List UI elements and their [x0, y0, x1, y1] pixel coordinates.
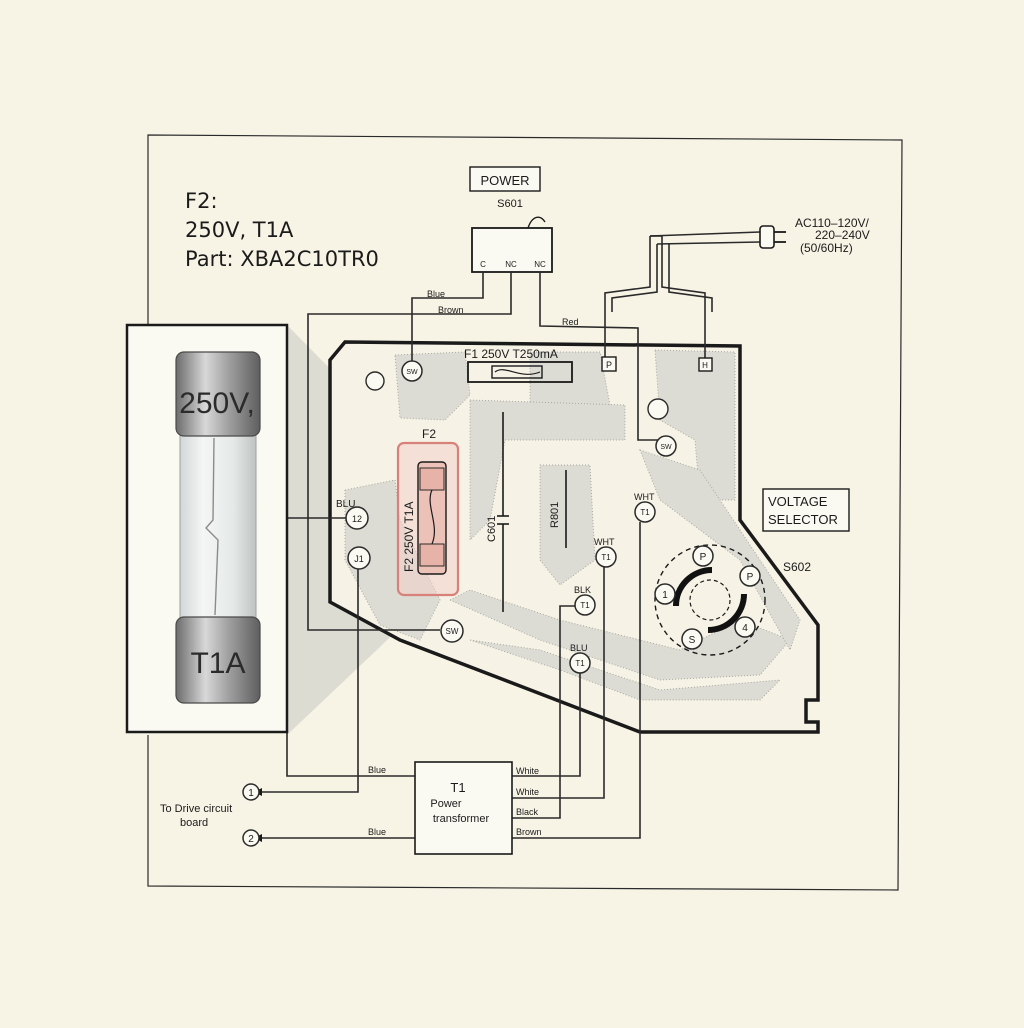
- svg-text:SW: SW: [446, 627, 459, 636]
- svg-text:T1: T1: [601, 553, 611, 562]
- svg-text:220–240V: 220–240V: [815, 228, 870, 242]
- svg-text:AC110–120V/: AC110–120V/: [795, 216, 870, 230]
- wire-label-black: Black: [516, 807, 539, 817]
- svg-text:(50/60Hz): (50/60Hz): [800, 241, 853, 255]
- voltage-selector-s602: [654, 544, 766, 656]
- magnifier-bottom-text: T1A: [190, 647, 245, 680]
- switch-pin-nc-2: NC: [534, 260, 546, 269]
- output-2[interactable]: 2: [242, 829, 260, 847]
- svg-text:J1: J1: [354, 554, 364, 564]
- outputs: 1 2 To Drive circuit board: [160, 783, 260, 847]
- svg-text:P: P: [747, 572, 754, 583]
- fuse-f1-label: F1 250V T250mA: [464, 347, 558, 361]
- label-blu-left: BLU: [336, 499, 355, 510]
- terminal-t1-wht-b[interactable]: T1: [595, 546, 617, 568]
- terminal-labels: BLU WHT WHT BLK BLU: [336, 492, 655, 653]
- voltage-selector-ref: S602: [783, 560, 811, 574]
- terminal-p[interactable]: P: [601, 356, 617, 372]
- magnifier-top-text: 250V,: [179, 387, 255, 420]
- terminal-sw-bottom[interactable]: SW: [440, 619, 464, 643]
- svg-text:1: 1: [248, 788, 254, 799]
- fuse-f2: F2 F2 250V T1A: [396, 427, 460, 597]
- note-line-1: F2:: [185, 189, 218, 213]
- svg-text:1: 1: [662, 590, 668, 601]
- ac-input-label: AC110–120V/ 220–240V (50/60Hz): [795, 216, 870, 255]
- selector-pin-4[interactable]: 4: [734, 616, 756, 638]
- fuse-magnifier-inset: 250V, T1A: [125, 323, 289, 734]
- switch-pin-c: C: [480, 260, 486, 269]
- svg-text:S: S: [689, 635, 696, 646]
- power-transformer-t1: T1 Power transformer: [414, 761, 513, 855]
- label-wht-a: WHT: [634, 492, 655, 502]
- output-caption-1: To Drive circuit: [160, 803, 232, 815]
- svg-text:VOLTAGE: VOLTAGE: [768, 494, 828, 509]
- power-switch-ref: S601: [497, 198, 523, 210]
- terminal-t1-blk[interactable]: T1: [574, 594, 596, 616]
- voltage-selector-label: VOLTAGE SELECTOR S602: [762, 488, 850, 574]
- svg-text:H: H: [702, 361, 708, 370]
- switch-pin-nc-1: NC: [505, 260, 517, 269]
- label-blk: BLK: [574, 585, 591, 595]
- fuse-f1: F1 250V T250mA: [464, 347, 573, 383]
- output-caption-2: board: [180, 817, 208, 829]
- label-blu-right: BLU: [570, 643, 588, 653]
- svg-text:T1: T1: [575, 659, 585, 668]
- svg-text:P: P: [700, 552, 707, 563]
- terminals: SW P H SW T1 T1 T1 T1 12 J1 SW P P 1 S 4: [345, 356, 761, 674]
- selector-pin-s[interactable]: S: [681, 628, 703, 650]
- wire-labels: Blue Brown Red Blue Blue White White Bla…: [368, 289, 579, 837]
- svg-text:T1: T1: [640, 508, 650, 517]
- wire-label-brown-bottom: Brown: [516, 827, 542, 837]
- transformer-line2: transformer: [433, 813, 490, 825]
- wire-label-white1: White: [516, 766, 539, 776]
- selector-pin-1[interactable]: 1: [654, 583, 676, 605]
- note-line-2: 250V, T1A: [185, 218, 294, 242]
- terminal-sw-right[interactable]: SW: [655, 435, 677, 457]
- terminal-h[interactable]: H: [698, 357, 713, 372]
- power-switch-title: POWER: [480, 173, 529, 188]
- terminal-t1-blu[interactable]: T1: [569, 652, 591, 674]
- resistor-r801: R801: [549, 470, 567, 548]
- wire-label-brown-switch: Brown: [438, 305, 464, 315]
- svg-text:SW: SW: [660, 444, 672, 451]
- fuse-f2-label: F2: [422, 427, 436, 441]
- selector-pin-p-top[interactable]: P: [692, 545, 714, 567]
- outer-frame: [147, 134, 903, 891]
- power-switch-s601[interactable]: POWER S601 C NC NC: [469, 166, 553, 273]
- svg-text:T1: T1: [580, 601, 590, 610]
- transformer-line1: Power: [430, 798, 462, 810]
- transformer-ref: T1: [450, 780, 465, 795]
- svg-text:P: P: [606, 360, 612, 370]
- wire-label-white2: White: [516, 787, 539, 797]
- svg-text:12: 12: [352, 514, 362, 524]
- wire-label-blue-bottom1: Blue: [368, 765, 386, 775]
- note-line-3: Part: XBA2C10TR0: [185, 247, 379, 271]
- label-wht-b: WHT: [594, 537, 615, 547]
- terminal-blu-12[interactable]: 12: [345, 506, 369, 530]
- capacitor-c601: C601: [486, 412, 509, 612]
- svg-text:4: 4: [742, 623, 748, 634]
- wire-label-blue-switch: Blue: [427, 289, 445, 299]
- fuse-f2-body-label: F2 250V T1A: [402, 502, 416, 573]
- terminal-sw-top[interactable]: SW: [401, 360, 423, 382]
- svg-text:2: 2: [248, 834, 254, 845]
- wire-label-red: Red: [562, 317, 579, 327]
- terminal-t1-wht-a[interactable]: T1: [634, 501, 656, 523]
- wire-label-blue-bottom2: Blue: [368, 827, 386, 837]
- selector-pin-p-right[interactable]: P: [739, 565, 761, 587]
- svg-text:SW: SW: [406, 369, 418, 376]
- c601-label: C601: [486, 516, 498, 542]
- terminal-j1[interactable]: J1: [347, 546, 371, 570]
- r801-label: R801: [549, 502, 561, 528]
- svg-text:SELECTOR: SELECTOR: [768, 512, 838, 527]
- fuse-note: F2: 250V, T1A Part: XBA2C10TR0: [185, 187, 379, 274]
- output-1[interactable]: 1: [242, 783, 260, 801]
